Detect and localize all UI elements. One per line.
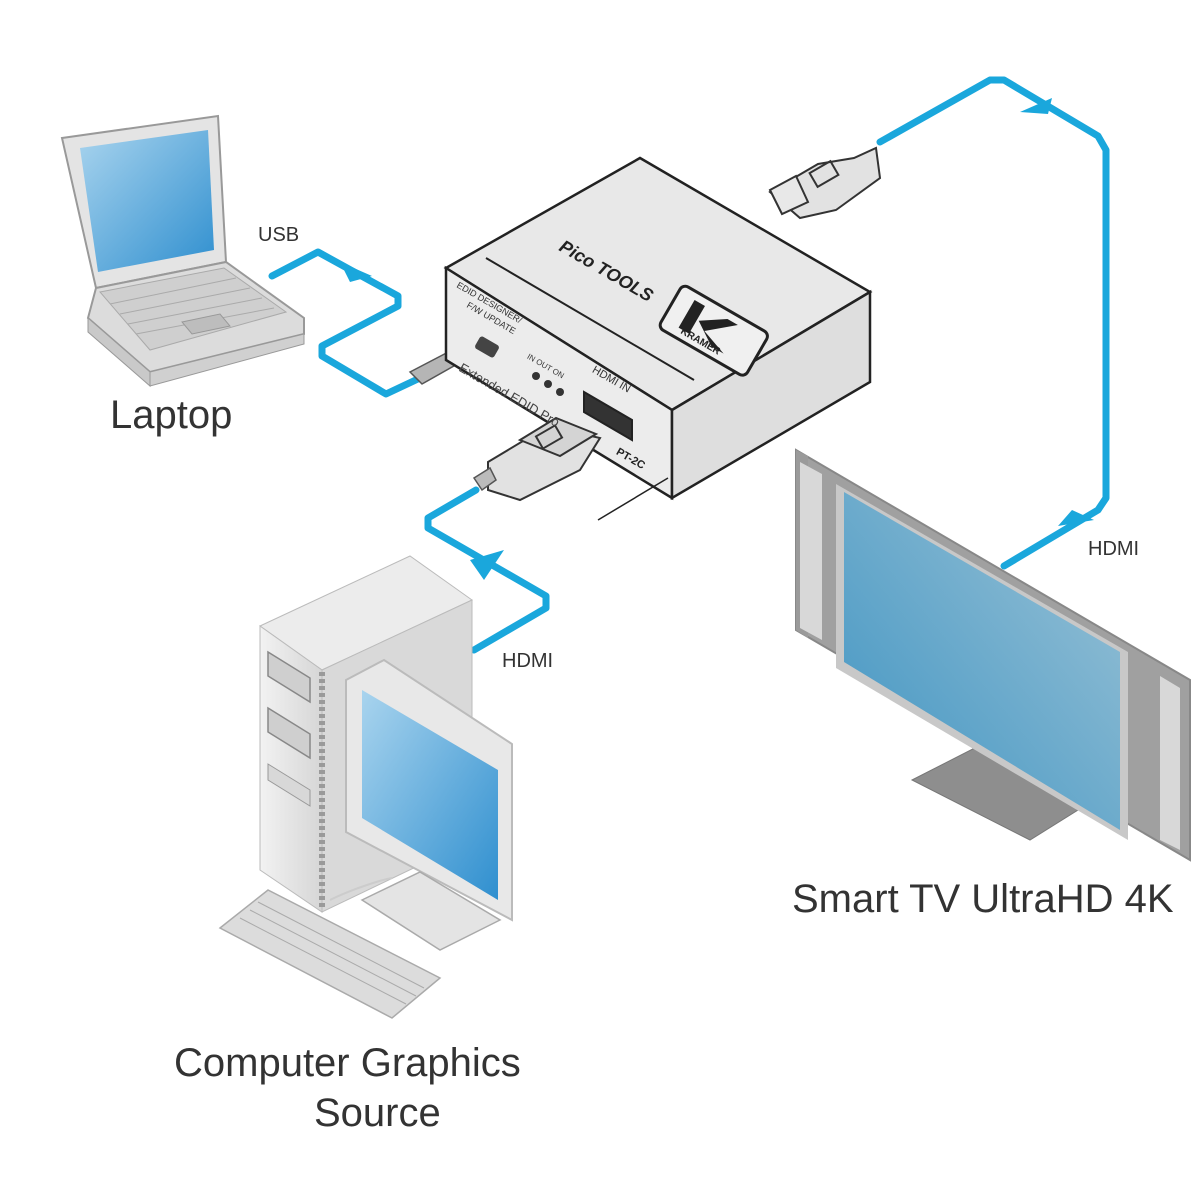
laptop-label: Laptop — [110, 393, 233, 437]
kramer-logo — [658, 284, 769, 377]
led-out — [544, 380, 552, 388]
hdmi-tv-arrow-top-icon — [1020, 98, 1052, 114]
device-pt-2c — [443, 156, 873, 521]
source-label-line2: Source — [314, 1091, 441, 1135]
usb-port — [475, 336, 499, 358]
tv-icon — [795, 448, 1191, 862]
hdmi-in-port — [583, 390, 633, 442]
led-on — [556, 388, 564, 396]
hdmi-tv-connection-label: HDMI — [1088, 538, 1140, 560]
hdmi-plug-source-icon — [472, 416, 602, 502]
laptop-icon — [60, 114, 305, 388]
hdmi-source-arrow-icon — [470, 550, 504, 580]
usb-arrow-icon — [340, 262, 372, 282]
hdmi-source-connection-label: HDMI — [502, 650, 554, 672]
hdmi-plug-tv-icon — [768, 146, 882, 220]
usb-connection-label: USB — [258, 224, 300, 246]
led-in — [532, 372, 540, 380]
source-label-line1: Computer Graphics — [174, 1041, 521, 1085]
hdmi-tv-arrow-bottom-icon — [1058, 510, 1094, 526]
usb-cable — [268, 248, 424, 398]
hdmi-cable-tv — [876, 76, 1110, 570]
tv-label: Smart TV UltraHD 4K — [792, 877, 1174, 921]
desktop-pc-icon — [218, 555, 513, 1019]
